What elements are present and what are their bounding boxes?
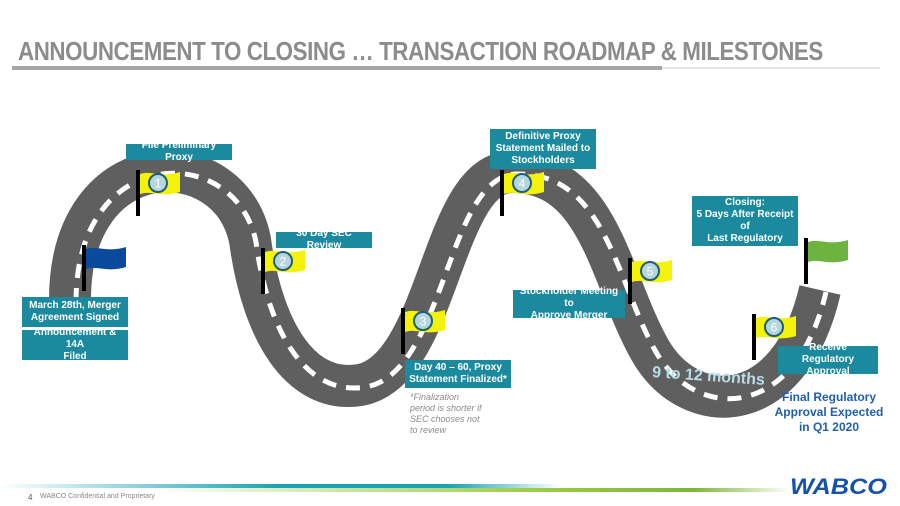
closing-text-1: Transaction Closing:: [716, 185, 774, 208]
final-note-line-1: Final Regulatory: [781, 390, 876, 404]
note-line-2: period is shorter if: [410, 403, 482, 413]
title-underline: [12, 66, 662, 70]
flag-pole: [261, 248, 265, 294]
flag-number: 6: [771, 321, 778, 335]
final-note-line-3: in Q1 2020: [798, 420, 860, 434]
page-number: 4: [28, 493, 33, 502]
flag-number: 2: [280, 255, 287, 269]
final-note-line-2: Approval Expected: [774, 405, 884, 419]
start-text-1: March 28th, Merger: [29, 300, 121, 311]
milestone-flag-6: 6: [752, 314, 796, 360]
announcement-text-2: Filed: [63, 351, 87, 362]
closing-label: Transaction Closing: 5 Days After Receip…: [692, 185, 798, 256]
start-text-2: Agreement Signed: [30, 312, 120, 323]
page-title: ANNOUNCEMENT TO CLOSING … TRANSACTION RO…: [18, 36, 823, 66]
flag-number-badge: [148, 173, 168, 193]
start-label: March 28th, Merger Agreement Signed: [22, 297, 128, 327]
milestone-5-text-2: Approve Merger: [530, 310, 608, 321]
milestone-flag-4: 4: [500, 170, 544, 216]
milestone-6-label: Receive Regulatory Approval: [778, 342, 878, 377]
milestone-1-label: File Preliminary Proxy: [126, 140, 232, 163]
milestone-flag-2: 2: [261, 248, 305, 294]
flag-pole: [136, 170, 140, 216]
finalization-note: *Finalization period is shorter if SEC c…: [410, 392, 482, 436]
flag-number-badge: [640, 261, 660, 281]
footer-stripe-green: [150, 488, 790, 492]
note-line-3: SEC chooses not: [410, 414, 480, 424]
milestone-4-text-1: Definitive Proxy: [505, 131, 581, 142]
announcement-label: Announcement & 14A Filed: [22, 327, 128, 362]
milestone-flag-5: 5: [628, 258, 672, 304]
flag-number: 4: [519, 177, 526, 191]
closing-text-3: Last Regulatory: [707, 233, 783, 244]
flag-number-badge: [512, 173, 532, 193]
milestone-5-text-1: Stockholder Meeting to: [519, 286, 619, 309]
flag-number: 5: [647, 265, 654, 279]
milestone-flag-finish: [804, 238, 848, 284]
flag-pole: [752, 314, 756, 360]
footer-stripe-teal: [0, 484, 560, 488]
milestone-2-label: 30 Day SEC Review: [276, 228, 372, 251]
flag-pole: [82, 245, 86, 291]
wabco-logo: WABCO: [790, 474, 887, 499]
flag-pole: [628, 258, 632, 304]
road-center-dashes: [73, 170, 829, 402]
note-line-1: *Finalization: [410, 392, 460, 402]
flag-pole: [804, 238, 808, 284]
flag-number-badge: [273, 251, 293, 271]
milestone-4-text-2: Statement Mailed to: [495, 143, 591, 154]
flag-number: 3: [420, 315, 427, 329]
confidential-notice: WABCO Confidential and Proprietary: [40, 493, 155, 500]
flag-number-badge: [764, 317, 784, 337]
milestone-3-text-2: Statement Finalized*: [409, 374, 507, 385]
flag-number-badge: [413, 311, 433, 331]
milestone-4-text-3: Stockholders: [511, 155, 575, 166]
milestone-6-text-2: Approval: [806, 366, 850, 377]
milestone-flag-3: 3: [401, 308, 445, 354]
flag-pole: [500, 170, 504, 216]
milestone-5-label: Stockholder Meeting to Approve Merger: [513, 286, 625, 321]
flag-cloth-icon: [86, 247, 126, 270]
milestone-flag-start: [82, 245, 126, 291]
milestone-4-label: Definitive Proxy Statement Mailed to Sto…: [490, 129, 596, 169]
milestone-3-text-1: Day 40 – 60, Proxy: [414, 362, 502, 373]
flag-pole: [401, 308, 405, 354]
closing-text-2: 5 Days After Receipt of: [696, 209, 794, 232]
flag-number: 1: [155, 177, 162, 191]
milestone-2-text: 30 Day SEC Review: [296, 228, 352, 251]
closing-text-4: Approval: [723, 245, 767, 256]
title-underline-light: [662, 67, 880, 69]
final-regulatory-note: Final Regulatory Approval Expected in Q1…: [770, 390, 888, 435]
milestone-flag-1: 1: [136, 170, 180, 216]
milestone-1-text: File Preliminary Proxy: [141, 140, 217, 163]
flag-cloth-icon: [808, 240, 848, 263]
announcement-text-1: Announcement & 14A: [33, 327, 117, 350]
milestone-6-text-1: Receive Regulatory: [801, 342, 855, 365]
note-line-4: to review: [410, 425, 447, 435]
milestone-3-label: Day 40 – 60, Proxy Statement Finalized*: [405, 360, 511, 388]
